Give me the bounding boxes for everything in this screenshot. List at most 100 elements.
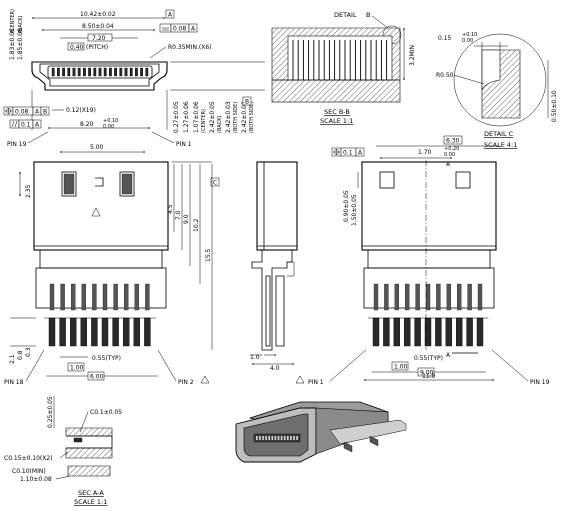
fcf-position: 0.08 A B [3, 106, 50, 116]
side-view: 1.0 4.0 [250, 161, 298, 372]
lead-pad [456, 317, 463, 347]
front-dim-h2: 7.0 [175, 210, 182, 220]
front-view-leads [44, 283, 156, 347]
contact [103, 67, 107, 77]
contact [77, 67, 81, 77]
back-dim-h1: 0.90±0.05 [343, 190, 350, 222]
detail-c-scale: SCALE 4:1 [484, 141, 517, 149]
contact [124, 67, 128, 77]
lead-pad [466, 317, 473, 347]
dim-h6: 2.42±0.03 [241, 101, 248, 133]
lead [477, 283, 483, 311]
side-dim-a: 1.0 [250, 354, 260, 361]
dim-center-b-note: (BACK) [18, 16, 24, 33]
sec-aa-title: SEC A-A [78, 489, 104, 497]
contact [62, 67, 66, 77]
iso-pin [277, 436, 280, 440]
back-small-box [391, 361, 409, 371]
lead-pad [404, 317, 411, 347]
lead-pad [445, 317, 452, 347]
contact [57, 67, 60, 77]
lead-pad [122, 317, 130, 347]
detail-b-ref: B [366, 11, 370, 19]
contact [72, 67, 76, 77]
dim-pitch: 0.40 [70, 44, 84, 51]
dim-h3-note: (CENTER) [201, 109, 207, 133]
lead-pad [112, 317, 119, 347]
aa-dim-c: C0.15±0.10(X2) [4, 455, 53, 462]
lead [436, 283, 441, 311]
front-dim-small: 1.00 [70, 365, 84, 372]
section-b-b: DETAIL B 3.2MIN SEC B-B SCALE 1:1 [271, 11, 416, 125]
lead-pad [91, 317, 98, 347]
detail-c-side-dim: 0.50±0.10 [551, 90, 558, 122]
lead-pad [435, 317, 442, 347]
pin-19-top: PIN 19 [7, 141, 27, 148]
front-small-box [67, 362, 85, 372]
contact [51, 67, 55, 77]
lead [457, 283, 462, 311]
front-dim-h4: 10.2 [193, 218, 200, 232]
lead-pad [393, 317, 400, 347]
iso-pin [296, 436, 298, 440]
contact [114, 67, 118, 77]
iso-pin [274, 436, 277, 440]
top-view-contacts [51, 67, 149, 77]
detail-c-dim-top: 0.15 [438, 35, 452, 42]
datum-b-box [242, 96, 252, 106]
iso-pin [283, 436, 286, 440]
top-vertical-dims: 0.27±0.05 1.27±0.06 1.07±0.06 (CENTER) 2… [170, 61, 265, 133]
lead-pad [48, 317, 56, 347]
lead [92, 283, 97, 311]
contact [119, 67, 123, 77]
iso-pin [259, 436, 261, 440]
iso-pin [271, 436, 274, 440]
front-dim-lead-c: 0.8 [17, 350, 24, 360]
side-dim-b: 4.0 [270, 365, 280, 372]
dim-center-b: 1.85±0.06 [17, 28, 24, 60]
contact [134, 67, 138, 77]
contact [67, 67, 71, 77]
lead-pad [372, 317, 380, 347]
dim-h6-note: (BOTH SIDE) [249, 102, 255, 133]
lead [134, 283, 139, 311]
dim-pitch-note: (PITCH) [86, 44, 108, 51]
dim-h4-note: (BACK) [217, 116, 223, 133]
iso-pin [293, 436, 295, 440]
lead-pad [80, 317, 88, 347]
back-fcf-value: 0.1 [343, 150, 353, 157]
dim-center-a-note: (CENTER) [10, 9, 16, 33]
contact [82, 67, 86, 77]
iso-pin [268, 436, 270, 440]
back-tol-dn: 0.00 [444, 152, 455, 158]
iso-pin [287, 436, 289, 440]
dim-center-a: 1.83±0.06 [9, 28, 16, 60]
front-dim-pitch: 0.55(TYP) [92, 355, 121, 362]
fcf-par-ref: A [35, 122, 40, 129]
detail-c-tol-dn: 0.00 [462, 38, 473, 44]
fcf-pos-ref-b: B [43, 109, 47, 116]
datum-b-label: B [245, 99, 249, 106]
lead [49, 283, 55, 311]
front-dim-h3: 9.0 [183, 214, 190, 224]
front-view: 5.00 C 2.35 4.5 7.0 9.0 10.2 15.5 [4, 144, 220, 386]
lead [467, 283, 472, 311]
back-view: 0.1 A 6.30 1.70 +0.20 0.00 A 0.90±0.05 1… [295, 135, 550, 386]
dim-lead-width: 0.12(X19) [66, 107, 96, 114]
lead-pad [133, 317, 141, 347]
datum-a-box [165, 9, 175, 19]
fcf-flat-ref: A [191, 26, 196, 33]
dim-h4: 2.42±0.05 [209, 101, 216, 133]
section-bb-pins [292, 40, 388, 80]
dim-h1: 0.27±0.05 [173, 101, 180, 133]
detail-c-title: DETAIL C [484, 130, 514, 138]
contact [140, 67, 143, 77]
lead-pad [69, 317, 77, 347]
fcf-pos-value: 0.08 [15, 109, 29, 116]
dim-bottom-tol-up: +0.10 [103, 118, 118, 124]
dim-h2: 1.27±0.06 [183, 101, 190, 133]
back-dim-span: 9.00 [420, 370, 434, 377]
sec-bb-scale: SCALE 1:1 [320, 117, 353, 125]
contact [145, 67, 149, 77]
iso-pin [280, 436, 283, 440]
